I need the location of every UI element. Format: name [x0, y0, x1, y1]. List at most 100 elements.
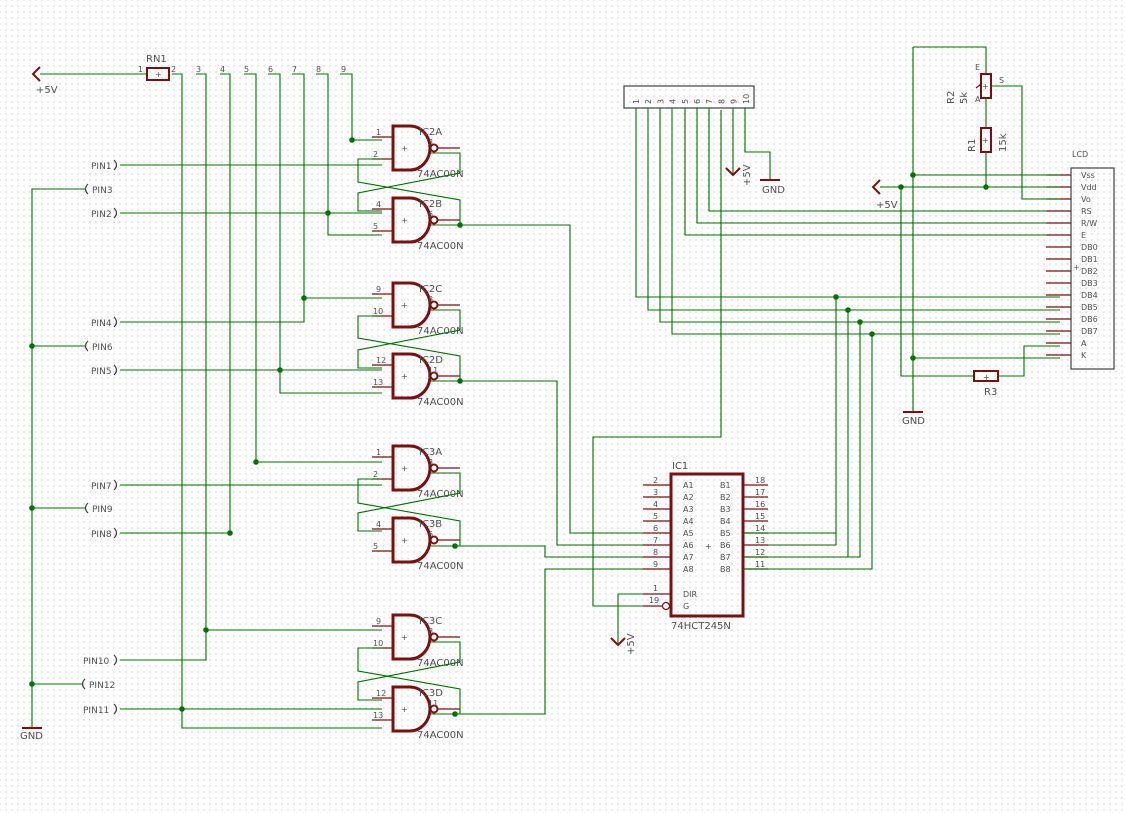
pin9-label: PIN9	[92, 505, 113, 515]
lcd-pin-label: Vo	[1081, 195, 1091, 204]
gate-value: 74AC00N	[417, 397, 464, 408]
ic1-right-label: B3	[720, 505, 731, 514]
rn1-pin-8: 8	[316, 65, 321, 74]
gate-value: 74AC00N	[417, 169, 464, 180]
gate-pin-in2: 10	[373, 639, 383, 648]
gate-pin-in1: 1	[376, 128, 381, 137]
ic1-left-pin: 9	[653, 560, 658, 569]
ic1-left-label: A8	[683, 565, 694, 574]
ic1-left-label: A4	[683, 517, 694, 526]
rn1-pin-9: 9	[341, 65, 346, 74]
lcd-pin-label: Vss	[1081, 171, 1095, 180]
gate-pin-in1: 4	[376, 200, 381, 209]
vcc-label-ic1: +5V	[626, 633, 637, 655]
ic1-left-label: A3	[683, 505, 694, 514]
ic1-right-pin: 16	[755, 500, 765, 509]
lcd-pin-label: K	[1081, 351, 1087, 360]
lcd-pin-label: R/W	[1081, 219, 1097, 228]
gate-plus: +	[401, 633, 408, 642]
r2-value: 5k	[959, 92, 970, 104]
gate-pin-in2: 5	[373, 542, 378, 551]
pin4-label: PIN4	[91, 319, 112, 329]
gate-pin-in2: 2	[373, 470, 378, 479]
lcd-title: LCD	[1072, 150, 1088, 159]
gate-name: IC3B	[419, 519, 442, 530]
gate-pin-out: 11	[428, 366, 438, 375]
gate-name: IC3A	[419, 447, 442, 458]
rn1-pin-5: 5	[244, 65, 249, 74]
gate-output-wires	[452, 222, 665, 717]
pin10-label: PIN10	[83, 657, 110, 667]
lcd-pin-label: RS	[1081, 207, 1092, 216]
gate-plus: +	[401, 705, 408, 714]
gate-plus: +	[401, 144, 408, 153]
ic1-right-label: B2	[720, 493, 731, 502]
ic1-left-label: A2	[683, 493, 694, 502]
input-pins: PIN1 PIN2 PIN4 PIN5 PIN7 PIN8 PIN10 PIN1…	[83, 159, 382, 716]
gate-pin-in2: 10	[373, 307, 383, 316]
gate-value: 74AC00N	[417, 658, 464, 669]
gate-pin-in1: 1	[376, 448, 381, 457]
gnd-label-connector: GND	[762, 185, 785, 196]
gate-value: 74AC00N	[417, 489, 464, 500]
gate-pin-in2: 2	[373, 150, 378, 159]
ic1-left-pin: 2	[653, 476, 658, 485]
gate-pin-in1: 9	[376, 617, 381, 626]
r2-pin-e: E	[975, 63, 980, 72]
gate-value: 74AC00N	[417, 730, 464, 741]
lcd-pin-label: DB6	[1081, 315, 1098, 324]
lcd-center-mark: +	[1073, 263, 1080, 272]
lcd-pin-label: E	[1081, 231, 1086, 240]
ic1-left-pin: 5	[653, 512, 658, 521]
gate-plus: +	[401, 464, 408, 473]
gnd-label-lcd: GND	[902, 416, 925, 427]
gate-pin-out: 3	[428, 458, 433, 467]
gate-pin-in2: 5	[373, 222, 378, 231]
ic1-right-pin: 13	[755, 536, 765, 545]
gate-value: 74AC00N	[417, 241, 464, 252]
pin1-label: PIN1	[91, 162, 112, 172]
lcd-module: LCD + VssVddVoRSR/WEDB0DB1DB2DB3DB4DB5DB…	[1046, 150, 1115, 370]
ic1-right-label: B4	[720, 517, 731, 526]
connector-pin: 8	[717, 99, 726, 104]
r2-name: R2	[946, 91, 957, 104]
connector-pin: 7	[705, 99, 714, 104]
lcd-pin-label: DB2	[1081, 267, 1098, 276]
ic1-right-label: B7	[720, 553, 731, 562]
ic1-right-pin: 11	[755, 560, 765, 569]
gate-name: IC2C	[419, 284, 442, 295]
rn1-pin-7: 7	[292, 65, 297, 74]
rn1-pin-1: 1	[138, 65, 143, 74]
pin11-label: PIN11	[83, 706, 109, 716]
ic1-right-label: B1	[720, 481, 731, 490]
ic1-name: IC1	[672, 461, 688, 472]
ic1-right-pin: 15	[755, 512, 765, 521]
r3-name: R3	[984, 387, 997, 398]
gate-pin-in1: 9	[376, 285, 381, 294]
r2-plus: +	[982, 82, 989, 91]
pin6-label: PIN6	[92, 343, 113, 353]
gate-name: IC3C	[419, 616, 442, 627]
ic1-left-pin: 3	[653, 488, 658, 497]
r1-value: 15k	[998, 133, 1009, 152]
r2-pin-s: S	[999, 76, 1004, 85]
rn1-pin-6: 6	[268, 65, 273, 74]
ic1-center-mark: +	[705, 542, 712, 551]
resistors: + E A S R2 5k + R1 15k +5V GND + R3	[871, 46, 1060, 427]
ic1-g-label: G	[683, 602, 689, 611]
ic1-right-pin: 14	[755, 524, 765, 533]
gate-pin-in1: 4	[376, 520, 381, 529]
pin2-label: PIN2	[91, 210, 112, 220]
ground-pins: GND PIN3 PIN6 PIN9 PIN12	[20, 183, 115, 742]
gate-pin-in2: 13	[373, 378, 383, 387]
ic1-dir-pin: 1	[653, 584, 658, 593]
lcd-pin-label: DB3	[1081, 279, 1098, 288]
ic1-left-label: A7	[683, 553, 694, 562]
